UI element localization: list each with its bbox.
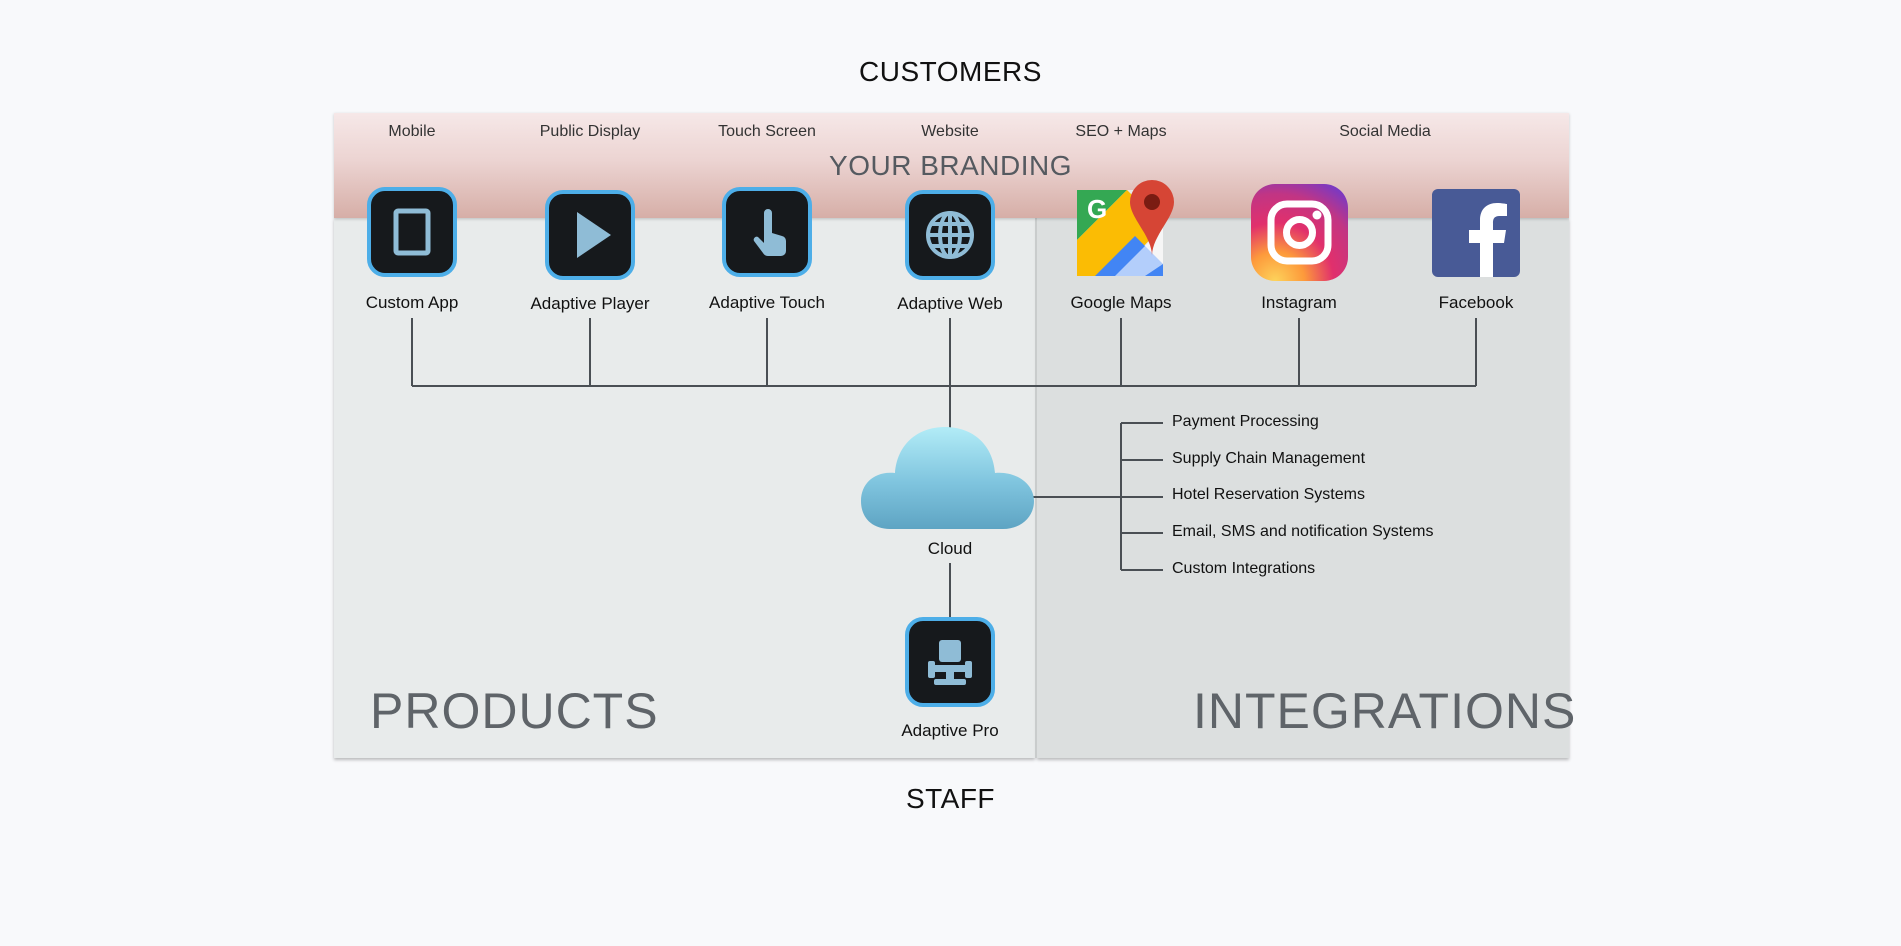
cloud-label: Cloud	[927, 539, 973, 558]
channel-social-media: Social Media	[1339, 123, 1431, 140]
channel-website: Website	[921, 123, 979, 140]
adaptive-touch-tile[interactable]	[722, 187, 812, 277]
channel-touch-screen: Touch Screen	[718, 123, 816, 140]
custom-app-tile[interactable]	[367, 187, 457, 277]
adaptive-touch-label: Adaptive Touch	[709, 293, 825, 312]
office-chair-icon	[928, 640, 972, 685]
play-icon	[577, 212, 611, 258]
adaptive-pro-label: Adaptive Pro	[901, 721, 999, 740]
google-maps-label: Google Maps	[1070, 293, 1172, 312]
channel-mobile: Mobile	[388, 123, 436, 140]
adaptive-web-tile[interactable]	[905, 190, 995, 280]
google-maps-icon[interactable]: G	[1075, 178, 1177, 280]
svg-text:G: G	[1087, 194, 1107, 224]
products-section-label: PRODUCTS	[370, 683, 659, 739]
globe-icon	[926, 211, 974, 259]
integration-payment-processing: Payment Processing	[1172, 413, 1319, 430]
instagram-label: Instagram	[1261, 293, 1337, 312]
staff-label: STAFF	[905, 783, 996, 814]
touch-hand-icon	[753, 209, 787, 256]
adaptive-pro-tile[interactable]	[905, 617, 995, 707]
integrations-panel	[1037, 218, 1569, 758]
tablet-icon	[393, 208, 431, 256]
adaptive-web-label: Adaptive Web	[897, 294, 1003, 313]
integration-custom: Custom Integrations	[1172, 560, 1316, 577]
integration-notification-systems: Email, SMS and notification Systems	[1172, 523, 1434, 540]
instagram-icon[interactable]	[1251, 184, 1348, 281]
adaptive-player-label: Adaptive Player	[530, 294, 650, 313]
facebook-label: Facebook	[1438, 293, 1514, 312]
channel-public-display: Public Display	[539, 123, 641, 140]
custom-app-label: Custom App	[365, 293, 459, 312]
facebook-icon[interactable]	[1432, 189, 1520, 277]
branding-title: YOUR BRANDING	[829, 150, 1072, 181]
adaptive-player-tile[interactable]	[545, 190, 635, 280]
channel-seo-maps: SEO + Maps	[1075, 123, 1167, 140]
cloud-icon[interactable]	[861, 425, 1034, 531]
customers-label: CUSTOMERS	[859, 56, 1042, 87]
integration-hotel-reservation: Hotel Reservation Systems	[1172, 486, 1365, 503]
integration-supply-chain: Supply Chain Management	[1172, 450, 1366, 467]
panel-divider	[1035, 218, 1037, 758]
integrations-section-label: INTEGRATIONS	[1193, 683, 1577, 739]
